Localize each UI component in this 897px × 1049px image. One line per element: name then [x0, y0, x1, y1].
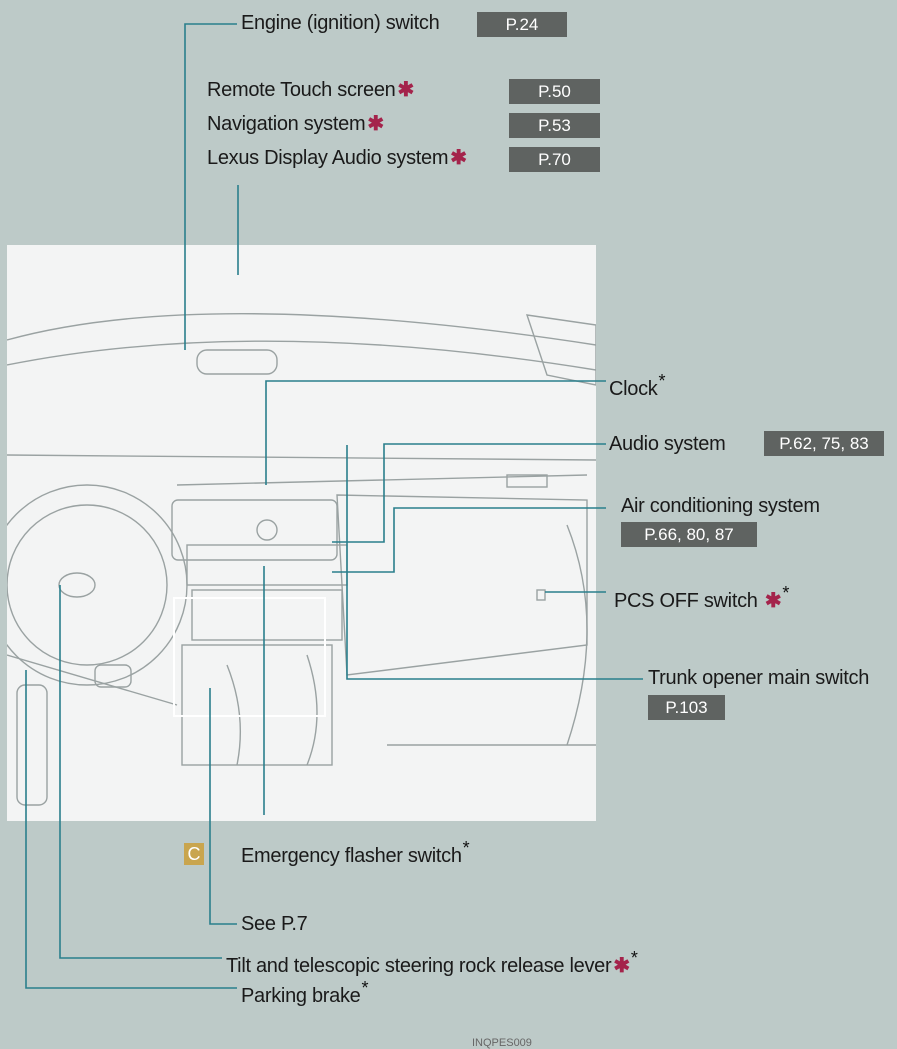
parking-brake-label: Parking brake* [241, 976, 369, 1008]
navigation-page-ref[interactable]: P.53 [509, 113, 600, 138]
trunk-opener-label: Trunk opener main switch [648, 666, 869, 690]
lexus-audio-text: Lexus Display Audio system [207, 147, 449, 169]
see-p7-text: See P.7 [241, 913, 308, 935]
illustration-code: INQPES009 [472, 1037, 532, 1049]
remote-touch-page-ref[interactable]: P.50 [509, 79, 600, 104]
note-icon: * [782, 583, 790, 603]
pcs-off-text: PCS OFF switch [614, 590, 758, 612]
note-icon: * [658, 371, 666, 391]
section-c-badge: C [184, 843, 204, 865]
note-icon: * [630, 948, 638, 968]
engine-switch-label: Engine (ignition) switch [241, 11, 440, 35]
navigation-text: Navigation system [207, 113, 366, 135]
air-conditioning-label: Air conditioning system [621, 494, 820, 518]
audio-system-text: Audio system [609, 433, 726, 455]
parking-brake-text: Parking brake [241, 985, 361, 1007]
optional-equipment-icon: ✱ [450, 147, 467, 169]
lexus-audio-page-ref[interactable]: P.70 [509, 147, 600, 172]
note-icon: * [361, 978, 369, 998]
clock-text: Clock [609, 378, 658, 400]
note-icon: * [462, 838, 470, 858]
pcs-off-label: PCS OFF switch ✱* [614, 581, 789, 613]
optional-equipment-icon: ✱ [397, 79, 414, 101]
clock-label: Clock* [609, 369, 666, 401]
emergency-flasher-text: Emergency flasher switch [241, 845, 462, 867]
optional-equipment-icon: ✱ [764, 590, 782, 612]
trunk-opener-page-ref[interactable]: P.103 [648, 695, 725, 720]
see-p7-label: See P.7 [241, 912, 308, 936]
tilt-steering-text: Tilt and telescopic steering rock releas… [226, 955, 612, 977]
emergency-flasher-label: Emergency flasher switch* [241, 836, 470, 868]
audio-system-label: Audio system [609, 432, 726, 456]
center-console-highlight [173, 597, 326, 717]
engine-switch-page-ref[interactable]: P.24 [477, 12, 567, 37]
optional-equipment-icon: ✱ [613, 955, 630, 977]
optional-equipment-icon: ✱ [367, 113, 384, 135]
air-conditioning-page-ref[interactable]: P.66, 80, 87 [621, 522, 757, 547]
air-conditioning-text: Air conditioning system [621, 495, 820, 517]
engine-switch-text: Engine (ignition) switch [241, 12, 440, 34]
remote-touch-label: Remote Touch screen✱ [207, 78, 414, 102]
leader-lines [25, 23, 643, 989]
tilt-steering-label: Tilt and telescopic steering rock releas… [226, 946, 638, 978]
lexus-audio-label: Lexus Display Audio system✱ [207, 146, 467, 170]
audio-system-page-ref[interactable]: P.62, 75, 83 [764, 431, 884, 456]
remote-touch-text: Remote Touch screen [207, 79, 396, 101]
navigation-label: Navigation system✱ [207, 112, 384, 136]
trunk-opener-text: Trunk opener main switch [648, 667, 870, 689]
